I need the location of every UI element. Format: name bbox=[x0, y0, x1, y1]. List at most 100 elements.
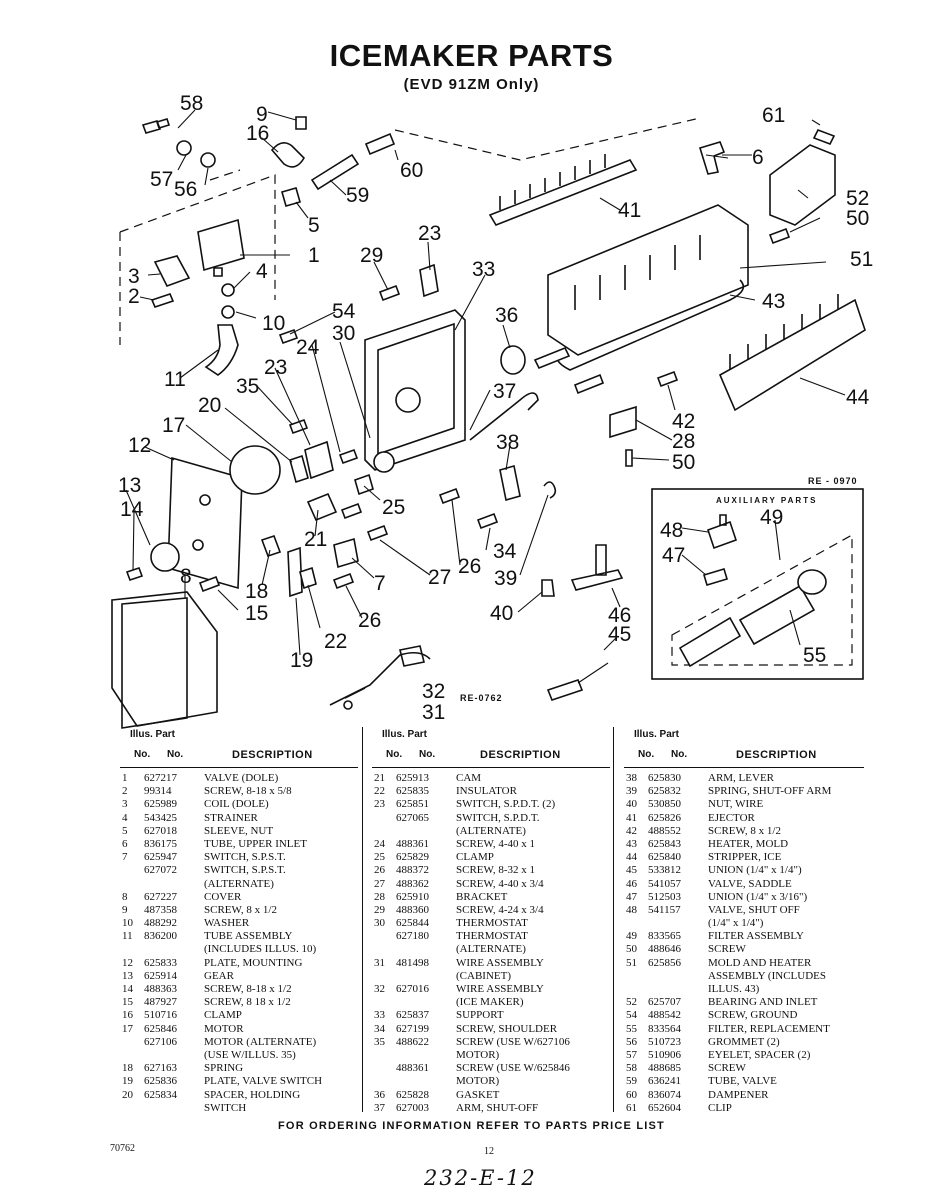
part-number: 627163 bbox=[144, 1062, 177, 1075]
strainer-4-shape bbox=[221, 283, 235, 297]
part-description: SWITCH bbox=[204, 1101, 247, 1114]
callout-17: 17 bbox=[162, 414, 185, 437]
callout-44: 44 bbox=[846, 386, 870, 409]
part-description: STRAINER bbox=[204, 811, 258, 824]
screw-24-shape bbox=[338, 448, 359, 465]
grommet-56-shape bbox=[200, 152, 216, 168]
part-number: 487927 bbox=[144, 996, 177, 1009]
screw-50-shape bbox=[768, 227, 791, 245]
illus-number: 21 bbox=[374, 772, 385, 784]
part-description: BEARING AND INLET bbox=[708, 996, 818, 1009]
callout-21: 21 bbox=[304, 528, 327, 551]
mold-end-pin bbox=[533, 346, 605, 395]
part-number: 533812 bbox=[648, 864, 681, 877]
shutoff-valve-48-shape bbox=[706, 514, 738, 550]
callout-28: 28 bbox=[672, 430, 695, 453]
illus-number: 43 bbox=[626, 837, 637, 850]
cover-8-shape bbox=[111, 591, 218, 727]
callout-56: 56 bbox=[174, 178, 197, 201]
callout-34: 34 bbox=[493, 540, 517, 563]
callout-15: 15 bbox=[245, 602, 268, 625]
part-description: ILLUS. 43) bbox=[708, 983, 760, 995]
header-part-no: No. bbox=[419, 749, 436, 760]
auxiliary-parts-label: AUXILIARY PARTS bbox=[716, 496, 817, 505]
callout-49: 49 bbox=[760, 506, 783, 529]
callout-31: 31 bbox=[422, 701, 445, 724]
part-description: MOTOR bbox=[204, 1022, 244, 1035]
page-title: ICEMAKER PARTS bbox=[329, 38, 614, 73]
header-illus-part: Illus. Part bbox=[382, 729, 428, 740]
part-number: 530850 bbox=[648, 798, 681, 811]
header-illus-no: No. bbox=[134, 749, 151, 760]
part-description: COIL (DOLE) bbox=[204, 798, 269, 811]
mold-cavities bbox=[574, 235, 701, 310]
callout-26: 26 bbox=[458, 555, 481, 578]
illus-number: 2 bbox=[122, 785, 128, 798]
illus-number: 44 bbox=[626, 851, 637, 864]
part-description: SWITCH, S.P.S.T. bbox=[204, 851, 286, 864]
part-description: HEATER, MOLD bbox=[708, 837, 789, 850]
illus-number: 46 bbox=[626, 877, 637, 890]
part-description: SCREW, 8-18 x 1/2 bbox=[204, 983, 292, 995]
mold-heater-51-shape bbox=[547, 204, 749, 356]
screw-34-shape bbox=[476, 512, 499, 530]
part-description: SCREW, 4-40 x 3/4 bbox=[456, 877, 544, 890]
part-description: SPRING bbox=[204, 1062, 244, 1075]
upper-inlet-6-shape bbox=[698, 141, 726, 175]
illus-number: 52 bbox=[626, 996, 637, 1009]
part-number: 625835 bbox=[396, 785, 429, 798]
screw-27-shape bbox=[366, 524, 389, 542]
part-number: 625840 bbox=[648, 851, 681, 864]
part-number: 625833 bbox=[144, 956, 177, 969]
part-description: UNION (1/4" x 1/4") bbox=[708, 864, 802, 877]
part-number: 487358 bbox=[144, 903, 177, 916]
leader-lines bbox=[125, 109, 846, 656]
part-description: SCREW, 8 x 1/2 bbox=[204, 903, 277, 916]
callout-9: 9 bbox=[256, 103, 268, 126]
illus-number: 9 bbox=[122, 903, 128, 916]
callout-46: 46 bbox=[608, 604, 631, 627]
part-number: 543425 bbox=[144, 811, 177, 824]
header-part-no: No. bbox=[167, 749, 184, 760]
filter-replacement-55-shape bbox=[738, 584, 816, 646]
callout-14: 14 bbox=[120, 498, 144, 521]
part-description: TUBE ASSEMBLY bbox=[204, 930, 293, 943]
illus-number: 12 bbox=[122, 956, 133, 969]
part-description: SUPPORT bbox=[456, 1009, 504, 1022]
part-number: 481498 bbox=[396, 956, 429, 969]
part-description: SCREW, SHOULDER bbox=[456, 1022, 558, 1035]
ordering-note: FOR ORDERING INFORMATION REFER TO PARTS … bbox=[278, 1120, 665, 1132]
table-row: (ICE MAKER) bbox=[372, 996, 610, 1009]
part-description: ASSEMBLY (INCLUDES bbox=[708, 969, 826, 982]
callout-20: 20 bbox=[198, 394, 221, 417]
part-description: CLAMP bbox=[204, 1009, 242, 1022]
illus-number: 23 bbox=[374, 798, 385, 811]
part-description: FILTER, REPLACEMENT bbox=[708, 1022, 830, 1035]
callout-4: 4 bbox=[256, 260, 268, 283]
part-number: 99314 bbox=[144, 785, 172, 798]
illus-number: 13 bbox=[122, 969, 133, 982]
part-number: 636241 bbox=[648, 1075, 681, 1088]
callout-61: 61 bbox=[762, 104, 785, 127]
part-number: 627016 bbox=[396, 983, 429, 995]
part-number: 488360 bbox=[396, 903, 429, 916]
